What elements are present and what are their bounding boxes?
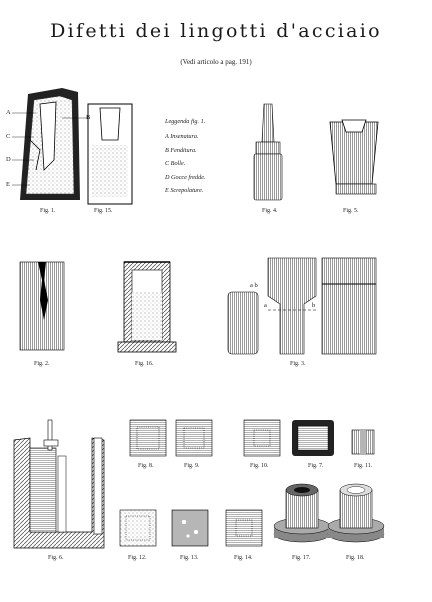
legend-item: B Fenditura.	[165, 146, 197, 154]
caption-fig9: Fig. 9.	[184, 463, 200, 469]
caption-fig12: Fig. 12.	[128, 555, 147, 561]
figure-8-section	[129, 419, 167, 457]
figure-3-ingots	[227, 257, 377, 355]
caption-fig4: Fig. 4.	[262, 208, 278, 214]
caption-fig14: Fig. 14.	[234, 555, 253, 561]
legend-item: C Bolle.	[165, 160, 186, 168]
caption-fig15: Fig. 15.	[94, 208, 113, 214]
caption-fig2: Fig. 2.	[34, 361, 50, 367]
figure-4-ingot	[253, 103, 283, 201]
legend-title: Leggenda fig. 1.	[165, 118, 206, 125]
legend: Leggenda fig. 1. A Insenatura. B Fenditu…	[165, 115, 275, 197]
caption-fig18: Fig. 18.	[346, 555, 365, 561]
figure-1-ingot	[12, 88, 88, 200]
legend-item: E Screpolature.	[165, 187, 204, 195]
figure-11-section	[351, 429, 375, 455]
figure-12-section	[119, 509, 157, 547]
figure-6-apparatus	[13, 419, 105, 549]
caption-fig11: Fig. 11.	[354, 463, 373, 469]
caption-fig13: Fig. 13.	[180, 555, 199, 561]
figure-10-section	[243, 419, 281, 457]
fig3-label-b: b	[312, 302, 316, 309]
figure-15-mold	[87, 103, 133, 205]
caption-fig7: Fig. 7.	[308, 463, 324, 469]
caption-fig1: Fig. 1.	[40, 208, 56, 214]
legend-item: A Insenatura.	[165, 133, 199, 141]
page-subtitle: (Vedi articolo a pag. 191)	[180, 58, 252, 66]
figure-13-section	[171, 509, 209, 547]
fig1-label-e: E	[6, 181, 10, 188]
caption-fig8: Fig. 8.	[138, 463, 154, 469]
fig1-label-c: C	[6, 133, 11, 140]
fig1-label-b: B	[86, 114, 91, 121]
caption-fig6: Fig. 6.	[48, 555, 64, 561]
caption-fig17: Fig. 17.	[292, 555, 311, 561]
figure-2-ingot	[19, 261, 65, 351]
caption-fig16: Fig. 16.	[135, 361, 154, 367]
fig3-label-ab: a b	[250, 282, 258, 289]
fig1-label-a: A	[6, 109, 11, 116]
caption-fig5: Fig. 5.	[343, 208, 359, 214]
figure-7-section	[292, 420, 334, 456]
caption-fig3: Fig. 3.	[290, 361, 306, 367]
figure-14-section	[225, 509, 263, 547]
legend-item: D Gocce fredde.	[165, 173, 206, 181]
figure-17-ingot	[273, 483, 331, 543]
fig1-label-d: D	[6, 156, 11, 163]
figure-9-section	[175, 419, 213, 457]
figure-18-ingot	[327, 483, 385, 543]
fig3-label-a: a	[264, 302, 267, 309]
caption-fig10: Fig. 10.	[250, 463, 269, 469]
figure-16-mold	[117, 261, 177, 353]
page-title: Difetti dei lingotti d'acciaio	[50, 20, 382, 42]
figure-5-mold	[329, 119, 379, 195]
